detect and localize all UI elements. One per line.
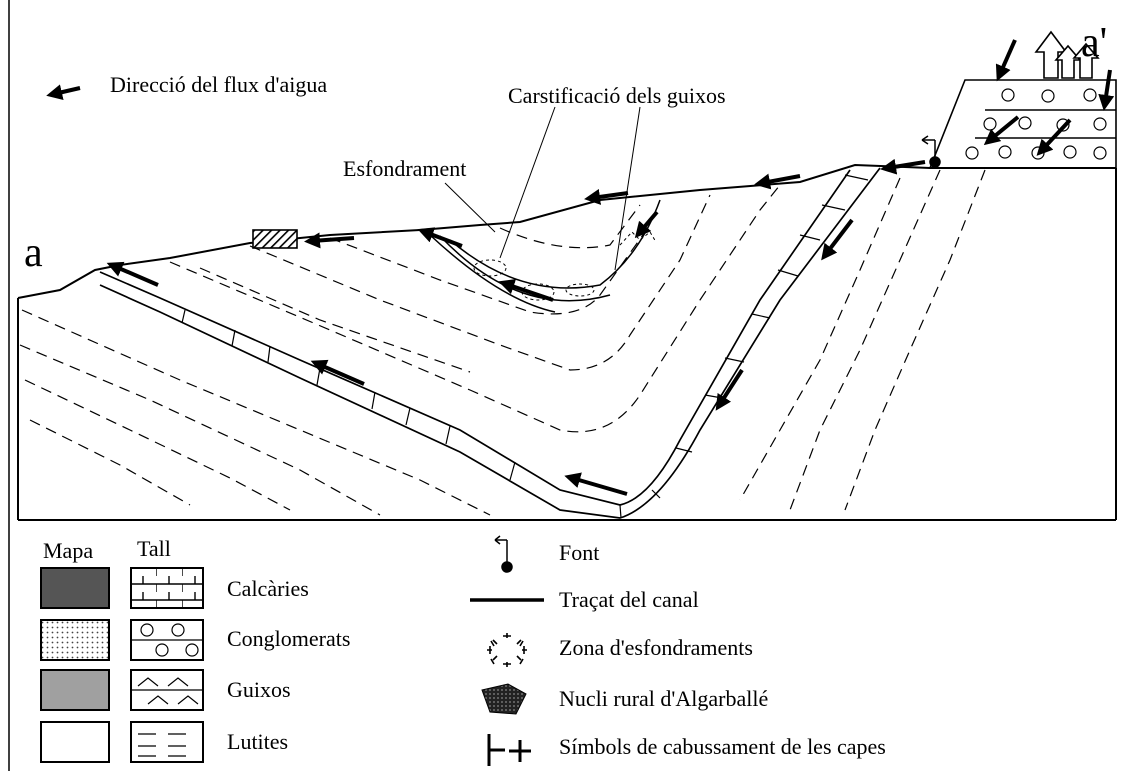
- spring-icon: [494, 535, 513, 573]
- limestone-fold-band: [99, 167, 881, 519]
- legend-map-header: Mapa: [43, 538, 94, 563]
- conglomerate-plateau: [929, 79, 1117, 169]
- collapse-zone-icon: [487, 633, 527, 667]
- legend-label-collapse-zone: Zona d'esfondraments: [559, 635, 753, 660]
- swatch-section-conglomerate: [130, 619, 204, 661]
- legend-section-swatches: [130, 567, 204, 763]
- legend-section-header: Tall: [137, 536, 171, 561]
- rural-nucleus-icon: [481, 683, 527, 715]
- conglomerate-pebbles: [965, 88, 1107, 160]
- legend-label-conglomerate: Conglomerats: [227, 626, 351, 651]
- legend-label-canal: Traçat del canal: [559, 587, 699, 612]
- legend-label-limestone: Calcàries: [227, 576, 309, 601]
- swatch-section-gypsum: [130, 669, 204, 711]
- section-end-label: a': [1081, 20, 1108, 66]
- swatch-map-conglomerate: [40, 619, 110, 661]
- swatch-section-limestone: [130, 567, 204, 609]
- legend-label-spring: Font: [559, 540, 600, 565]
- flow-arrows: [46, 39, 1115, 496]
- infiltration-arrows: [1034, 30, 1100, 79]
- legend-label-lutite: Lutites: [227, 729, 289, 754]
- annotation-leaders: [444, 106, 641, 271]
- legend-label-gypsum: Guixos: [227, 677, 291, 702]
- spring-icon-surface: [921, 135, 941, 168]
- karst-collapse-zone: [473, 231, 657, 301]
- swatch-map-gypsum: [40, 669, 110, 711]
- dip-symbol-icon: [487, 734, 531, 766]
- legend-label-dip-symbol: Símbols de cabussament de les capes: [559, 734, 886, 759]
- legend-map-swatches: [40, 567, 110, 763]
- legend-label-rural-nucleus: Nucli rural d'Algarballé: [559, 686, 769, 711]
- swatch-section-lutite: [130, 721, 204, 763]
- section-outline: [17, 163, 1117, 521]
- lutite-bedding: [19, 169, 986, 516]
- section-start-label: a: [24, 230, 43, 276]
- karstification-label: Carstificació dels guixos: [508, 83, 726, 108]
- swatch-map-lutite: [40, 721, 110, 763]
- flow-direction-label: Direcció del flux d'aigua: [110, 72, 328, 97]
- swatch-map-limestone: [40, 567, 110, 609]
- collapse-label: Esfondrament: [343, 156, 467, 181]
- limestone-band-ticks: [181, 174, 869, 519]
- rural-nucleus-symbol: [252, 229, 298, 249]
